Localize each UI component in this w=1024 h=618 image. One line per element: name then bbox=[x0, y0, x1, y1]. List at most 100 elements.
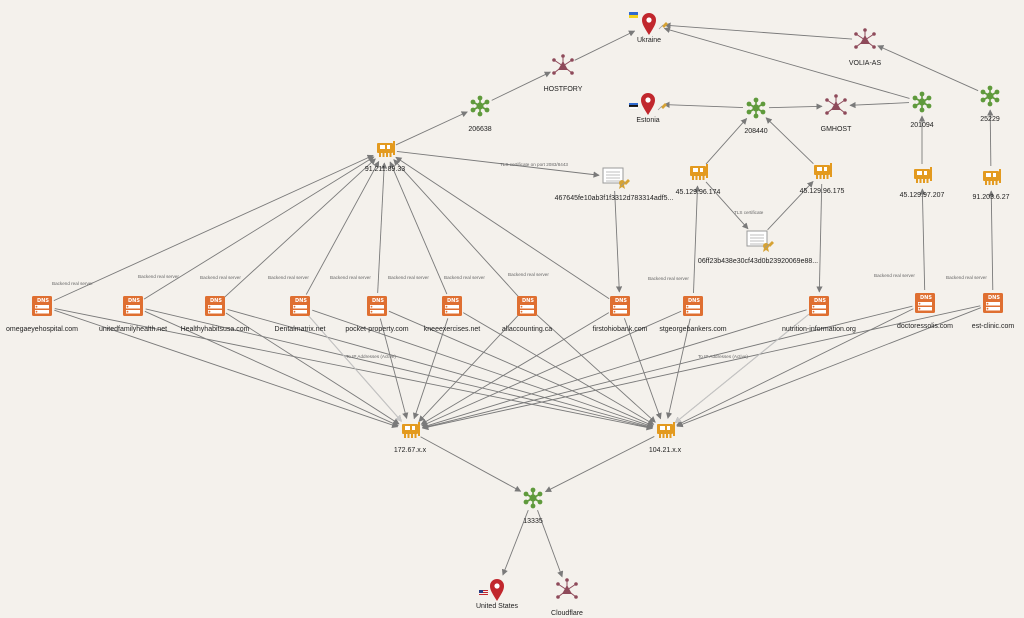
edges-layer bbox=[53, 22, 995, 578]
network-card-icon bbox=[814, 163, 832, 179]
certificate-node-cert-2[interactable]: 06ff23b438e30cf43d0b23920069e88... bbox=[698, 230, 818, 265]
ip-address-node-ip-45-129-97-207[interactable]: 45.129.97.207 bbox=[900, 167, 945, 199]
asn-node-asn-201094[interactable]: 201094 bbox=[910, 91, 934, 129]
network-card-icon bbox=[690, 164, 708, 180]
asn-node-asn-25229[interactable]: 25229 bbox=[980, 85, 1000, 123]
edge-label: Backend real server bbox=[330, 275, 371, 280]
edge-d_unitedfamily-to-ip_172_67 bbox=[144, 310, 399, 427]
asn-node-asn-206638[interactable]: 206638 bbox=[468, 95, 492, 133]
ip-address-node-ip-91-211-89-33[interactable]: 91.211.89.33 bbox=[365, 141, 405, 173]
node-label: 45.129.97.207 bbox=[900, 192, 945, 199]
edge-d_dentalmatrix-to-ip_91_211_89_33 bbox=[305, 160, 380, 295]
dns-badge-text: DNS bbox=[295, 298, 307, 304]
edge-d_omegaeye-to-ip_104_21 bbox=[54, 308, 653, 431]
edge-d_estclinic-to-ip_91_203_6_27 bbox=[988, 190, 995, 291]
ip-address-node-ip-45-129-96-175[interactable]: 45.129.96.175 bbox=[800, 163, 845, 195]
estonia-flag-icon bbox=[628, 103, 639, 110]
node-label: 91.211.89.33 bbox=[365, 166, 405, 173]
edge-d_allaccounting-to-ip_172_67 bbox=[418, 315, 519, 422]
edge-asn_13335-to-united_states bbox=[501, 509, 529, 576]
edge-label: Backend real server bbox=[874, 273, 915, 278]
location-pin-icon bbox=[490, 579, 504, 601]
edge-asn_13335-to-cloudflare bbox=[537, 510, 564, 578]
organization-icon bbox=[825, 94, 847, 115]
edge-d_healthyhabits-to-ip_172_67 bbox=[225, 312, 400, 425]
node-label: HOSTFORY bbox=[544, 86, 583, 93]
organization-icon bbox=[854, 28, 876, 49]
node-label: nutrition-information.org bbox=[782, 326, 856, 333]
asn-node-asn-13335[interactable]: 13335 bbox=[523, 487, 543, 525]
network-card-icon bbox=[657, 422, 675, 438]
dns-icon: DNS bbox=[205, 296, 225, 316]
dns-icon: DNS bbox=[517, 296, 537, 316]
domain-node-d-nutrition[interactable]: DNS nutrition-information.org bbox=[782, 296, 856, 333]
dns-badge-text: DNS bbox=[814, 298, 826, 304]
node-label: VOLIA-AS bbox=[849, 60, 882, 67]
network-card-icon bbox=[402, 422, 420, 438]
dns-badge-text: DNS bbox=[988, 295, 1000, 301]
node-label: Cloudflare bbox=[551, 610, 583, 617]
organization-node-cloudflare[interactable]: Cloudflare bbox=[551, 578, 583, 617]
node-label: 13335 bbox=[523, 518, 543, 525]
location-pin-icon bbox=[642, 13, 656, 35]
edge-label: To IP Addresses (Active) bbox=[346, 354, 396, 359]
certificate-node-cert-1[interactable]: 467645fe10ab3f1f3312d783314adf5... bbox=[555, 167, 674, 202]
location-node-estonia[interactable]: Estonia bbox=[636, 93, 660, 124]
edge-d_kneee-to-ip_104_21 bbox=[462, 312, 655, 425]
domain-node-d-dentalmatrix[interactable]: DNS Dentalmatrix.net bbox=[275, 296, 326, 333]
organization-icon bbox=[552, 54, 574, 75]
dns-icon: DNS bbox=[32, 296, 52, 316]
edge-label: Backend real server bbox=[508, 272, 549, 277]
location-pin-icon bbox=[641, 93, 655, 115]
edge-asn_206638-to-hostfory bbox=[491, 71, 551, 101]
edge-label: Backend real server bbox=[52, 281, 93, 286]
certificate-icon bbox=[746, 230, 769, 252]
edge-asn_201094-to-ukraine bbox=[663, 26, 910, 99]
edge-d_stgeorge-to-ip_172_67 bbox=[421, 310, 682, 427]
node-label: United States bbox=[476, 603, 519, 610]
dns-badge-text: DNS bbox=[372, 298, 384, 304]
organization-node-volia-as[interactable]: VOLIA-AS bbox=[849, 28, 882, 67]
edge-label: TLS certificate on port 2083/8443 bbox=[500, 162, 568, 167]
asn-node-asn-208440[interactable]: 208440 bbox=[744, 97, 768, 135]
certificate-icon bbox=[602, 167, 625, 189]
location-node-united-states[interactable]: United States bbox=[476, 579, 519, 610]
organization-node-hostfory[interactable]: HOSTFORY bbox=[544, 54, 583, 93]
dns-icon: DNS bbox=[367, 296, 387, 316]
edge-d_kneee-to-ip_91_211_89_33 bbox=[389, 161, 448, 295]
decorations bbox=[479, 12, 774, 595]
node-label: 25229 bbox=[980, 116, 1000, 123]
ip-address-node-ip-172-67[interactable]: 172.67.x.x bbox=[394, 422, 427, 454]
edge-d_dentalmatrix-to-ip_104_21 bbox=[312, 309, 654, 428]
location-node-ukraine[interactable]: Ukraine bbox=[637, 13, 661, 44]
edge-cert_1-to-d_firstohio bbox=[614, 190, 623, 293]
organization-node-gmhost[interactable]: GMHOST bbox=[821, 94, 852, 133]
edge-ip_104_21-to-asn_13335 bbox=[544, 436, 655, 493]
edge-d_estclinic-to-ip_172_67 bbox=[422, 305, 981, 431]
pin-icon bbox=[657, 103, 667, 111]
ip-address-node-ip-45-129-96-174[interactable]: 45.129.96.174 bbox=[676, 164, 721, 196]
ip-address-node-ip-104-21[interactable]: 104.21.x.x bbox=[649, 422, 682, 454]
node-label: Ukraine bbox=[637, 37, 661, 44]
node-label: Dentalmatrix.net bbox=[275, 326, 326, 333]
edge-d_pocket-to-ip_172_67 bbox=[379, 318, 409, 420]
edge-ip_91_203_6_27-to-asn_25229 bbox=[987, 109, 994, 167]
dns-badge-text: DNS bbox=[128, 298, 140, 304]
edge-label: Backend real server bbox=[138, 274, 179, 279]
ip-address-node-ip-91-203-6-27[interactable]: 91.203.6.27 bbox=[973, 169, 1010, 201]
us-flag-icon bbox=[479, 590, 488, 595]
edge-d_healthyhabits-to-ip_91_211_89_33 bbox=[224, 158, 376, 298]
